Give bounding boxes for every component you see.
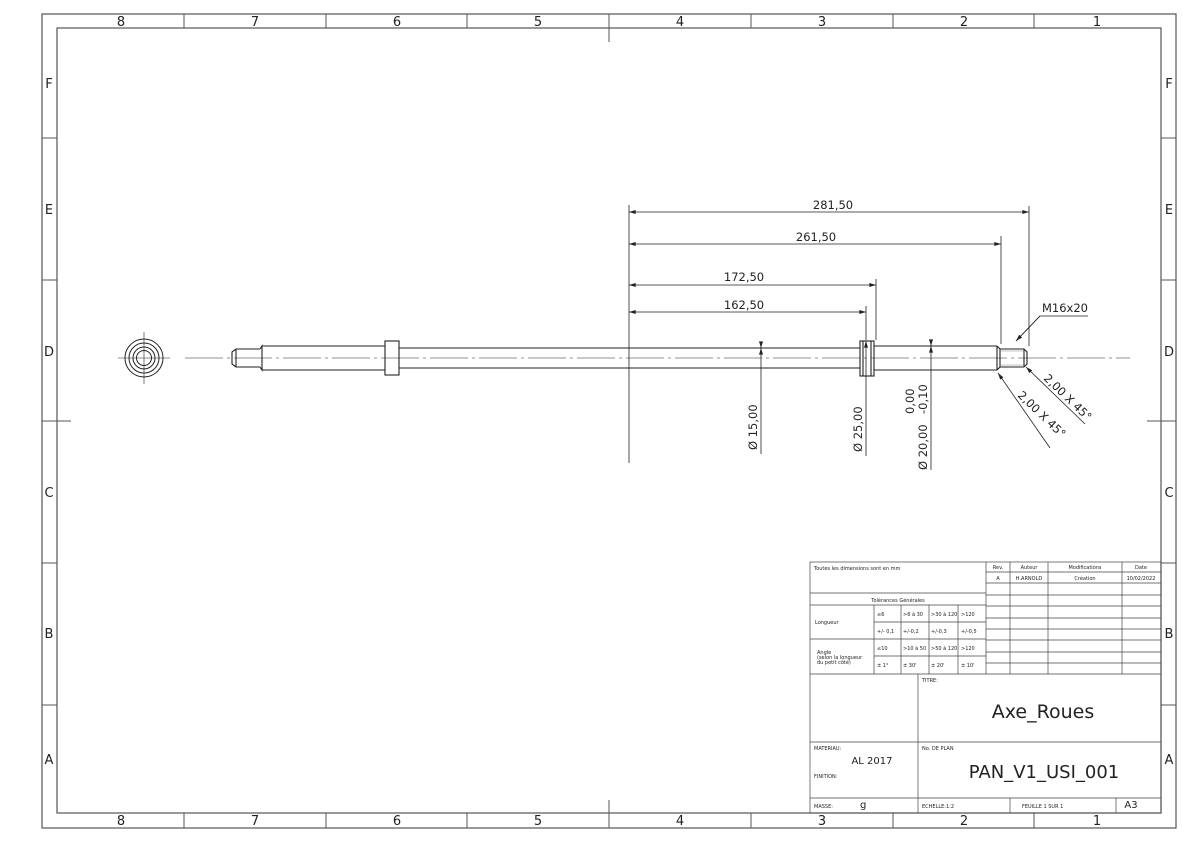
dim-diam-15: Ø 15,00 xyxy=(746,404,760,450)
angle-range: >50 à 120 xyxy=(931,645,957,652)
length-tol: +/- 0,1 xyxy=(877,629,894,635)
length-tol: +/-0,3 xyxy=(931,629,947,635)
col-label: 3 xyxy=(818,814,826,829)
row-label: B xyxy=(45,627,54,642)
finish-label: FINITION: xyxy=(814,774,838,780)
thread-callout: M16x20 xyxy=(1042,301,1088,315)
date-value: 10/02/2022 xyxy=(1127,576,1156,582)
date-header: Date xyxy=(1135,565,1147,571)
material-label: MATERIAU: xyxy=(814,746,842,752)
changes-header: Modifications xyxy=(1068,565,1101,571)
dimension-texts: 281,50 261,50 172,50 162,50 M16x20 Ø 15,… xyxy=(724,198,1095,470)
angle-label: du petit côté) xyxy=(817,659,851,666)
dimension-lines xyxy=(628,205,1088,470)
row-label: A xyxy=(1165,753,1174,768)
units-note: Toutes les dimensions sont en mm xyxy=(813,566,901,572)
angle-tol: ± 20' xyxy=(931,663,945,669)
title-block: Toutes les dimensions sont en mm Rev. Au… xyxy=(809,561,1162,814)
col-label: 4 xyxy=(676,814,684,829)
col-label: 5 xyxy=(534,814,542,829)
end-view xyxy=(118,332,170,384)
mass-value: g xyxy=(860,800,866,811)
row-label: F xyxy=(45,77,52,92)
col-label: 1 xyxy=(1093,814,1101,829)
col-label: 5 xyxy=(534,15,542,30)
angle-label: Angle xyxy=(817,650,831,656)
row-label: F xyxy=(1165,77,1172,92)
col-label: 6 xyxy=(393,15,401,30)
dim-tol-upper: 0,00 xyxy=(903,388,917,414)
length-range: >30 à 120 xyxy=(931,611,957,618)
plan-label: No. DE PLAN xyxy=(922,746,954,752)
length-range: ≤6 xyxy=(877,612,884,618)
angle-tol: ± 30' xyxy=(903,663,917,669)
row-label: C xyxy=(44,486,53,501)
shaft-side-view xyxy=(185,340,1130,377)
change-value: Création xyxy=(1074,575,1095,582)
scale-label: ECHELLE:1:2 xyxy=(922,804,954,810)
dim-172-50: 172,50 xyxy=(724,270,764,284)
dim-281-50: 281,50 xyxy=(813,198,853,212)
angle-label: (selon la longueur xyxy=(817,655,863,661)
titre-label: TITRE: xyxy=(921,678,938,684)
zone-labels: 8 7 6 5 4 3 2 1 8 7 6 5 4 3 2 1 F E D C … xyxy=(44,15,1174,829)
zone-ticks xyxy=(42,14,1176,828)
angle-tol: ± 1° xyxy=(877,663,889,669)
col-label: 7 xyxy=(251,814,259,829)
dim-261-50: 261,50 xyxy=(796,230,836,244)
drawing-title: Axe_Roues xyxy=(992,701,1094,723)
col-label: 1 xyxy=(1093,15,1101,30)
angle-range: ≤10 xyxy=(877,646,888,652)
col-label: 8 xyxy=(117,15,125,30)
dim-tol-lower: -0,10 xyxy=(916,384,930,414)
row-label: E xyxy=(1165,203,1173,218)
col-label: 3 xyxy=(818,15,826,30)
col-label: 2 xyxy=(960,814,968,829)
rev-header: Rev. xyxy=(993,565,1004,571)
plan-number: PAN_V1_USI_001 xyxy=(969,762,1120,783)
length-range: >6 à 30 xyxy=(903,611,923,618)
material-value: AL 2017 xyxy=(851,756,892,767)
dim-diam-25: Ø 25,00 xyxy=(851,406,865,452)
angle-range: >120 xyxy=(961,646,975,652)
author-header: Auteur xyxy=(1021,565,1039,571)
angle-tol: ± 10' xyxy=(961,663,975,669)
angle-range: >10 à 50 xyxy=(903,645,926,652)
author-value: H.ARNOLD xyxy=(1016,576,1043,582)
sheet-label: FEUILLE 1 SUR 1 xyxy=(1022,804,1063,810)
col-label: 8 xyxy=(117,814,125,829)
dim-162-50: 162,50 xyxy=(724,298,764,312)
length-label: Longueur xyxy=(815,620,840,626)
length-tol: +/-0,2 xyxy=(903,629,919,635)
col-label: 4 xyxy=(676,15,684,30)
dim-diam-20: Ø 20,00 xyxy=(916,424,930,470)
row-label: D xyxy=(1164,345,1174,360)
length-tol: +/-0,5 xyxy=(961,629,977,635)
row-label: E xyxy=(45,203,53,218)
row-label: D xyxy=(44,345,54,360)
col-label: 7 xyxy=(251,15,259,30)
row-label: A xyxy=(45,753,54,768)
col-label: 2 xyxy=(960,15,968,30)
tolerances-title: Tolérances Générales xyxy=(870,597,925,604)
row-label: B xyxy=(1165,627,1174,642)
row-label: C xyxy=(1164,486,1173,501)
col-label: 6 xyxy=(393,814,401,829)
length-range: >120 xyxy=(961,612,975,618)
mass-label: MASSE: xyxy=(814,804,833,810)
rev-value: A xyxy=(996,576,1000,582)
format-label: A3 xyxy=(1124,800,1137,811)
